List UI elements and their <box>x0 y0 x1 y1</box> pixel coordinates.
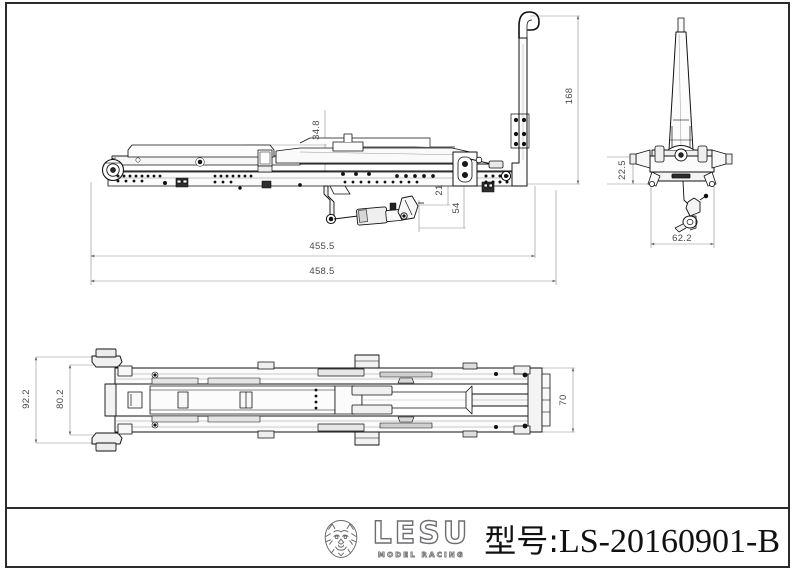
side-elevation-geometry <box>101 11 540 226</box>
dim-deck-to-fifth-wheel: 34.8 <box>311 120 322 140</box>
dim-track-width: 62.2 <box>672 233 692 244</box>
dim-support-leg-lower: 54 <box>451 202 462 213</box>
brand-tagline: MODEL RACING <box>377 550 465 559</box>
dim-support-leg-upper: 21 <box>434 184 445 195</box>
dim-rear-frame-width: 70 <box>558 394 569 405</box>
brand-lockup: LESU MODEL RACING <box>319 517 471 561</box>
model-label: 型号: <box>484 521 559 560</box>
top-plan-geometry <box>91 348 551 452</box>
model-number-text: 型号:LS-20160901-B <box>484 516 780 562</box>
dim-frame-length-overall: 458.5 <box>309 266 334 277</box>
drawing-frame-border <box>5 2 790 568</box>
dim-hoist-arm-height: 168 <box>564 88 575 105</box>
model-number-value: LS-20160901-B <box>559 522 780 560</box>
dim-overall-width: 92.2 <box>21 389 32 409</box>
dimension-text-group: 168 34.8 21 54 455.5 458.5 22.5 62.2 92.… <box>21 88 692 409</box>
title-block: LESU MODEL RACING 型号:LS-20160901-B <box>5 507 790 568</box>
dim-axle-drop-height: 22.5 <box>617 160 628 180</box>
dim-frame-length-inner: 455.5 <box>309 241 334 252</box>
lion-head-logo <box>324 519 357 558</box>
front-elevation-geometry <box>629 17 733 233</box>
brand-name: LESU <box>372 515 471 551</box>
dim-frame-rail-width: 80.2 <box>55 389 66 409</box>
